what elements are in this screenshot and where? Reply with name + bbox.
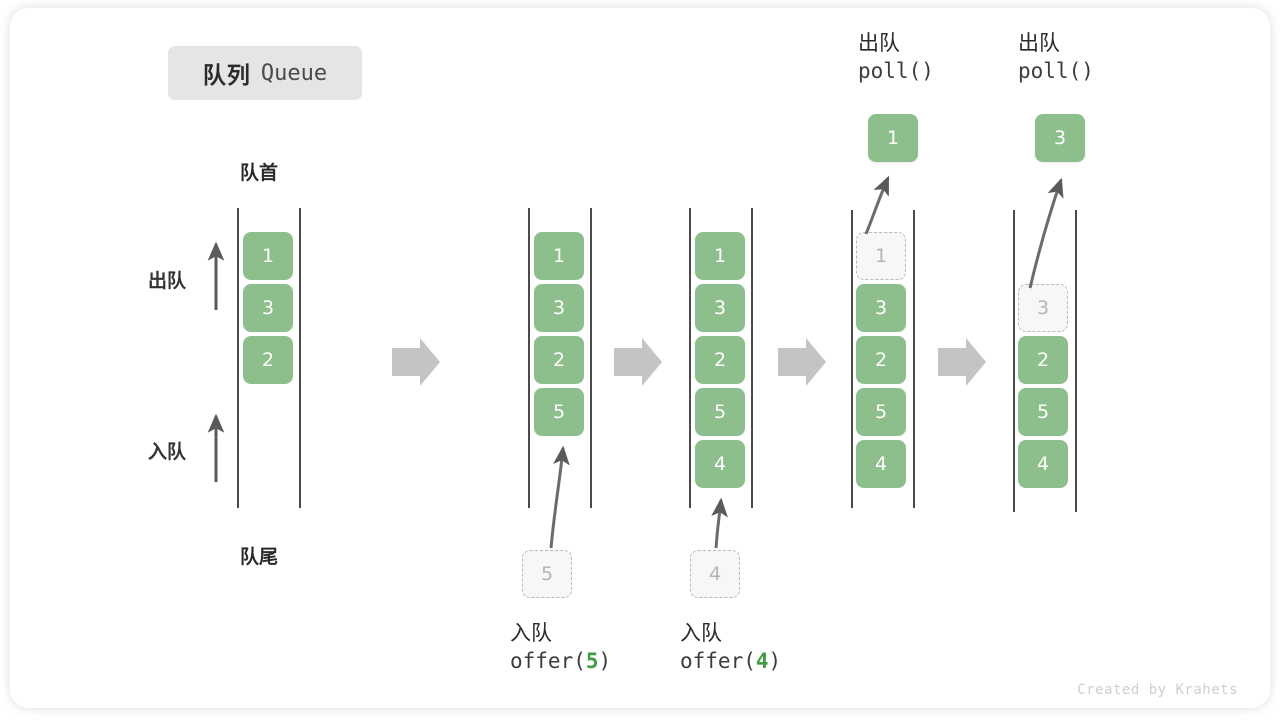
dequeue-direction-label: 出队 <box>148 270 187 292</box>
queue-rail-right-2 <box>590 208 592 508</box>
enqueue-direction-label: 入队 <box>148 441 187 463</box>
caption-offer-4-cn: 入队 <box>680 621 722 645</box>
offer-5-suffix: ) <box>598 648 612 673</box>
pending-element-4: 4 <box>690 550 740 598</box>
queue-rail-left-5 <box>1013 210 1015 512</box>
queue-rail-left-4 <box>851 210 853 508</box>
offer-4-arg: 4 <box>755 648 769 673</box>
caption-poll-2-code: poll() <box>1018 58 1094 83</box>
caption-poll-2-cn: 出队 <box>1018 31 1060 55</box>
queue-rail-left-2 <box>528 208 530 508</box>
queue-element: 3 <box>695 284 745 332</box>
queue-element: 1 <box>695 232 745 280</box>
dequeued-slot-1: 1 <box>856 232 906 280</box>
popped-element-1: 1 <box>868 114 918 162</box>
queue-element: 5 <box>856 388 906 436</box>
dequeued-slot-3: 3 <box>1018 284 1068 332</box>
caption-offer-5-code: offer(5) <box>510 648 611 676</box>
queue-element: 2 <box>1018 336 1068 384</box>
caption-poll-1-code: poll() <box>858 58 934 83</box>
queue-element: 2 <box>534 336 584 384</box>
caption-poll-1: 出队 poll() <box>858 30 934 85</box>
caption-offer-4-code: offer(4) <box>680 648 781 676</box>
queue-element: 2 <box>695 336 745 384</box>
offer-4-suffix: ) <box>768 648 782 673</box>
queue-element: 5 <box>1018 388 1068 436</box>
offer-4-prefix: offer( <box>680 648 756 673</box>
queue-element: 1 <box>243 232 293 280</box>
queue-element: 5 <box>695 388 745 436</box>
queue-element: 2 <box>243 336 293 384</box>
queue-rear-label: 队尾 <box>240 546 279 568</box>
queue-element: 3 <box>534 284 584 332</box>
queue-front-label: 队首 <box>240 162 279 184</box>
queue-element: 4 <box>695 440 745 488</box>
caption-offer-5: 入队 offer(5) <box>510 620 611 675</box>
queue-rail-left-3 <box>689 208 691 508</box>
caption-poll-1-cn: 出队 <box>858 31 900 55</box>
title-chinese: 队列 <box>202 63 251 89</box>
queue-element: 5 <box>534 388 584 436</box>
popped-element-3: 3 <box>1035 114 1085 162</box>
diagram-card <box>10 8 1270 708</box>
queue-element: 4 <box>1018 440 1068 488</box>
queue-rail-right-1 <box>299 208 301 508</box>
queue-element: 1 <box>534 232 584 280</box>
caption-offer-4: 入队 offer(4) <box>680 620 781 675</box>
watermark: Created by Krahets <box>1077 682 1238 698</box>
caption-offer-5-cn: 入队 <box>510 621 552 645</box>
offer-5-prefix: offer( <box>510 648 586 673</box>
queue-element: 3 <box>243 284 293 332</box>
queue-rail-left-1 <box>237 208 239 508</box>
offer-5-arg: 5 <box>585 648 599 673</box>
queue-element: 4 <box>856 440 906 488</box>
queue-rail-right-4 <box>913 210 915 508</box>
title-chip: 队列 Queue <box>168 46 362 100</box>
queue-rail-right-3 <box>751 208 753 508</box>
queue-element: 3 <box>856 284 906 332</box>
caption-poll-2: 出队 poll() <box>1018 30 1094 85</box>
queue-element: 2 <box>856 336 906 384</box>
pending-element-5: 5 <box>522 550 572 598</box>
title-english: Queue <box>260 60 328 86</box>
queue-rail-right-5 <box>1075 210 1077 512</box>
